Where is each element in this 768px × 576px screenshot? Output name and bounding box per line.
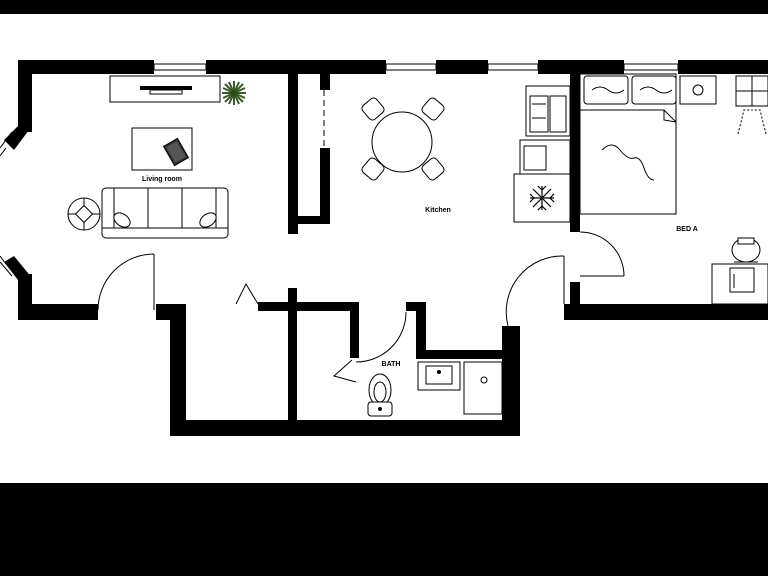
room-label-kitchen: Kitchen <box>425 207 451 214</box>
pillow <box>631 75 677 105</box>
bath-fixtures: BATH <box>367 361 503 417</box>
kitchen-furniture: Kitchen <box>361 85 571 223</box>
sofa <box>101 187 229 239</box>
top-band <box>0 0 768 14</box>
room-label-bath: BATH <box>382 361 401 368</box>
bottom-band <box>0 483 768 576</box>
book <box>162 137 190 167</box>
snowflake-icon <box>529 185 555 211</box>
side-table <box>67 197 101 231</box>
toilet <box>367 373 393 417</box>
bedroom-furniture: BED A <box>579 73 768 305</box>
shower <box>463 361 503 415</box>
room-label-bed-a: BED A <box>676 226 698 233</box>
tv <box>140 86 192 90</box>
living-room-furniture: Living room <box>67 75 247 239</box>
pillow <box>583 75 629 105</box>
walls <box>0 60 768 436</box>
plant-icon <box>221 80 247 106</box>
chair <box>361 97 445 181</box>
dining-table <box>371 111 433 173</box>
lamp <box>731 237 761 263</box>
room-label-living-room: Living room <box>142 176 182 183</box>
